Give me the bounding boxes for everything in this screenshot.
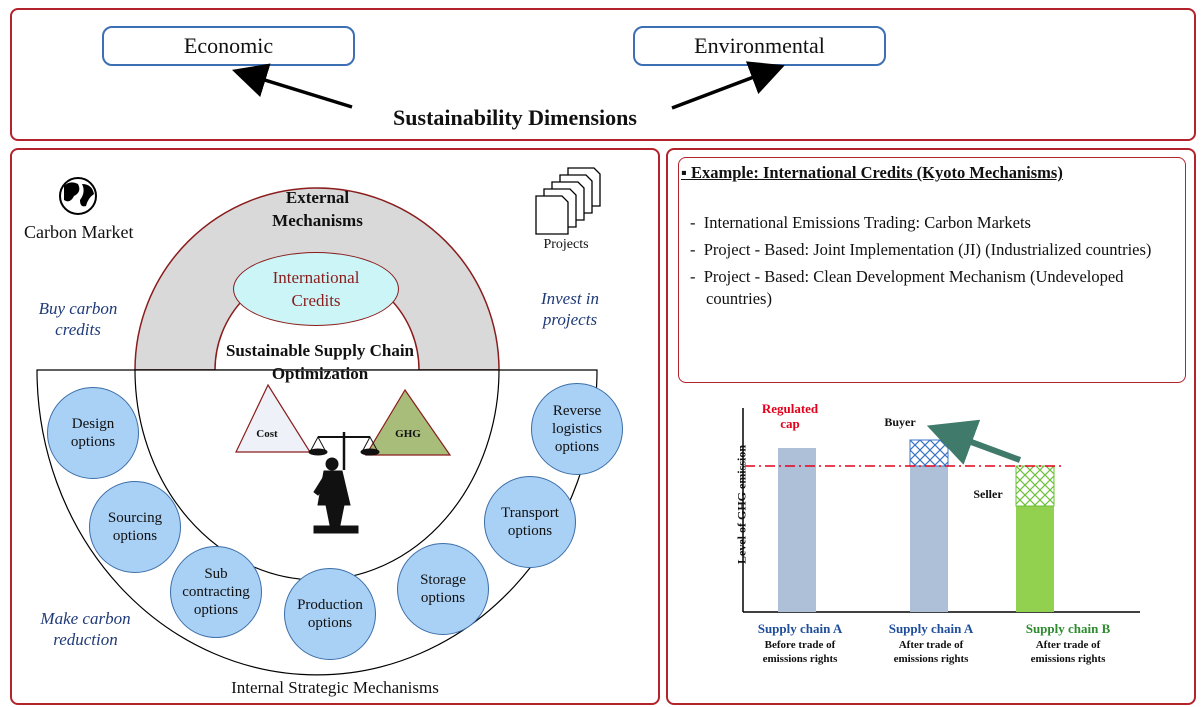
design-options-label: Design options xyxy=(70,416,116,450)
make-reduction-label: Make carbon reduction xyxy=(40,609,131,649)
production-options-label: Production options xyxy=(297,597,363,631)
buy-credits-label: Buy carbon credits xyxy=(38,299,118,339)
x-category-name: Supply chain B xyxy=(1025,621,1111,636)
production-options-bubble: Production options xyxy=(284,568,376,660)
seller-label: Seller xyxy=(973,487,1003,501)
dash-marker: - xyxy=(690,213,704,232)
transport-options-label: Transport options xyxy=(501,505,559,539)
subcontracting-options-label: Sub contracting options xyxy=(182,566,250,618)
reverse-logistics-bubble: Reverse logistics options xyxy=(531,383,623,475)
bullet-item: - International Emissions Trading: Carbo… xyxy=(690,212,1178,234)
bullet-text: Project - Based: Joint Implementation (J… xyxy=(703,240,1152,259)
x-category-name: Supply chain A xyxy=(757,621,843,636)
x-category-desc: After trade of emissions rights xyxy=(1030,639,1106,665)
example-title-text: Example: International Credits (Kyoto Me… xyxy=(690,163,1063,182)
carbon-market-label: Carbon Market xyxy=(24,222,134,242)
x-category-label: Supply chain A Before trade of emissions … xyxy=(735,622,865,666)
x-category-desc: After trade of emissions rights xyxy=(893,639,969,665)
example-box xyxy=(678,157,1186,383)
transport-options-bubble: Transport options xyxy=(484,476,576,568)
invest-projects-label: Invest in projects xyxy=(540,289,600,329)
x-category-label: Supply chain B After trade of emissions r… xyxy=(1003,622,1133,666)
projects-label: Projects xyxy=(543,237,589,252)
example-title: ▪ Example: International Credits (Kyoto … xyxy=(681,162,1151,184)
cost-label: Cost xyxy=(256,428,278,440)
dimensions-label: Sustainability Dimensions xyxy=(393,105,637,130)
x-category-desc: Before trade of emissions rights xyxy=(762,639,838,665)
y-axis-label: Level of GHG emission xyxy=(734,445,749,564)
bullet-text: International Emissions Trading: Carbon … xyxy=(703,213,1031,232)
x-category-name: Supply chain A xyxy=(888,621,974,636)
environmental-box: Environmental xyxy=(633,26,886,66)
buyer-label: Buyer xyxy=(884,415,916,429)
external-mechanisms-label: External Mechanisms xyxy=(272,188,363,230)
design-options-bubble: Design options xyxy=(47,387,139,479)
storage-options-bubble: Storage options xyxy=(397,543,489,635)
internal-mechanisms-label: Internal Strategic Mechanisms xyxy=(231,678,439,697)
regulated-cap-label: Regulated cap xyxy=(761,401,819,431)
economic-box: Economic xyxy=(102,26,355,66)
x-category-label: Supply chain A After trade of emissions r… xyxy=(866,622,996,666)
ghg-label: GHG xyxy=(395,428,421,440)
sourcing-options-bubble: Sourcing options xyxy=(89,481,181,573)
bullet-dot: ▪ xyxy=(681,163,691,182)
reverse-logistics-label: Reverse logistics options xyxy=(551,403,602,455)
international-credits-ellipse: International Credits xyxy=(233,252,399,326)
international-credits-label: International Credits xyxy=(272,268,360,310)
bullet-item: - Project - Based: Joint Implementation … xyxy=(690,239,1178,261)
bullet-item: - Project - Based: Clean Development Mec… xyxy=(690,266,1178,310)
subcontracting-options-bubble: Sub contracting options xyxy=(170,546,262,638)
dash-marker: - xyxy=(690,267,704,286)
example-bullets: - International Emissions Trading: Carbo… xyxy=(690,212,1178,310)
storage-options-label: Storage options xyxy=(420,572,466,606)
optimization-label: Sustainable Supply Chain Optimization xyxy=(225,341,415,383)
dash-marker: - xyxy=(690,240,704,259)
sourcing-options-label: Sourcing options xyxy=(107,510,163,544)
bullet-text: Project - Based: Clean Development Mecha… xyxy=(703,267,1124,308)
